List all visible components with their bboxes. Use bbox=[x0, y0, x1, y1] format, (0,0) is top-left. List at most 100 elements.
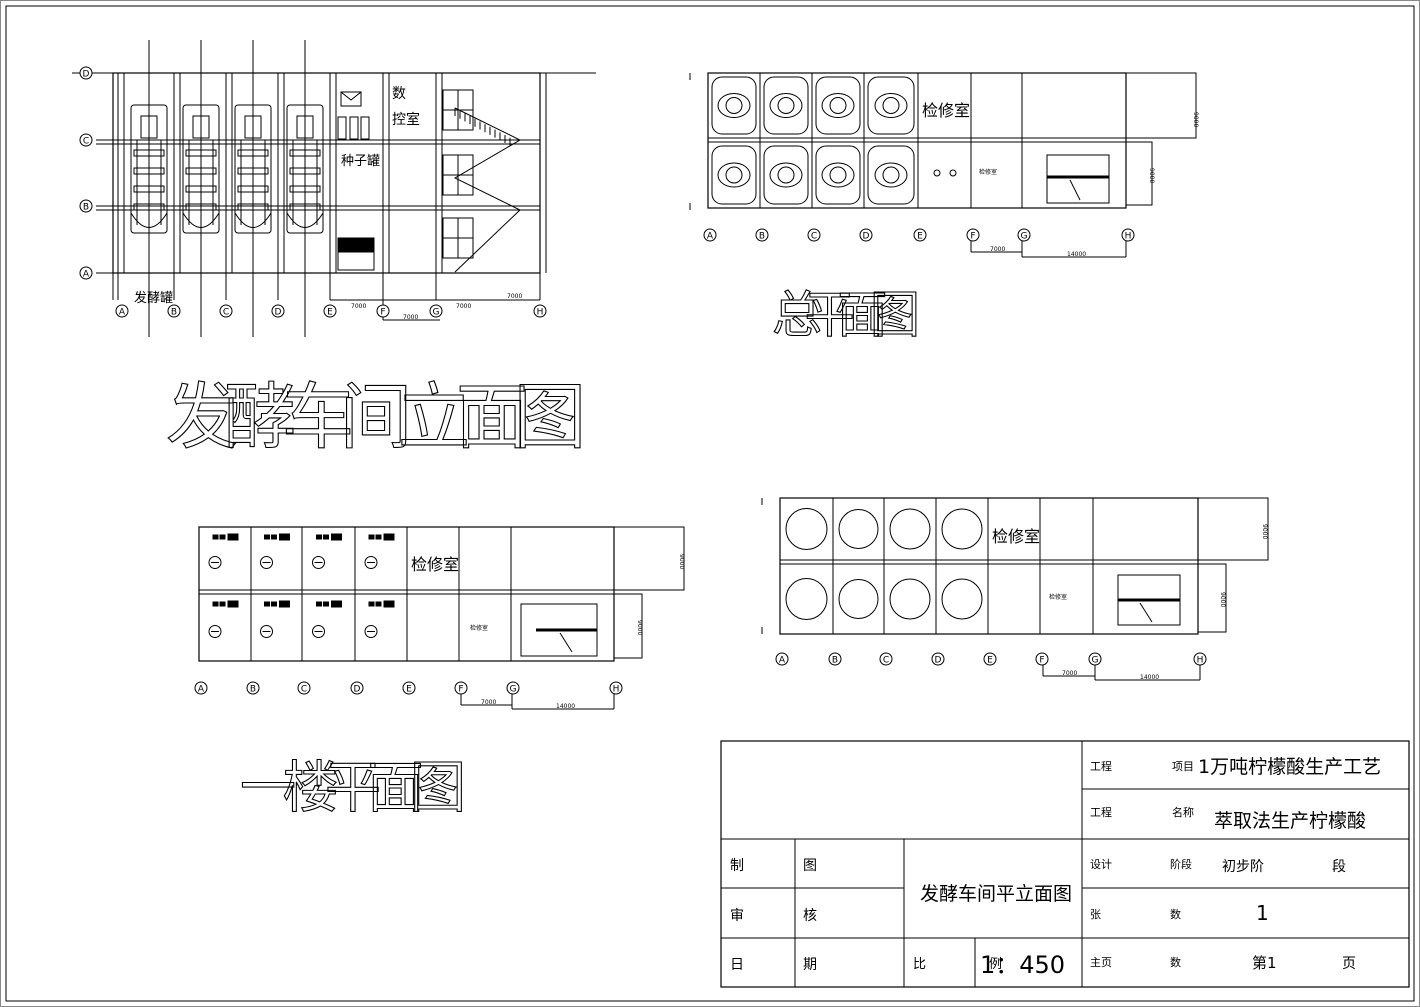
site-plan-dim-9000-b: 9000 bbox=[1148, 168, 1155, 183]
first-floor-axis-B: B bbox=[246, 681, 260, 695]
elevation-drawing bbox=[72, 40, 596, 337]
tb-draw-2: 图 bbox=[803, 858, 817, 874]
tb-name-label-2: 名称 bbox=[1172, 805, 1194, 819]
site-plan-title: 总平面图 bbox=[772, 286, 920, 344]
tb-stage-label: 阶段 bbox=[1170, 857, 1192, 871]
tb-page-value-1: 第1 bbox=[1252, 954, 1277, 972]
elevation-dim-4: 7000 bbox=[507, 293, 522, 300]
svg-text:A: A bbox=[198, 685, 205, 695]
tb-check-1: 审 bbox=[730, 908, 744, 924]
first-floor-axis-markers: A B C D E F G H bbox=[194, 681, 623, 695]
second-plan-drawing bbox=[761, 497, 1269, 681]
elevation-control-label-1: 数 bbox=[392, 86, 406, 102]
first-floor-repair-room: 检修室 bbox=[411, 555, 459, 574]
svg-text:D: D bbox=[83, 70, 90, 80]
second-plan-small-room: 检修室 bbox=[1049, 593, 1067, 601]
svg-text:C: C bbox=[223, 308, 229, 318]
elevation-row-axis-A: A bbox=[79, 266, 93, 280]
first-floor-axis-F: F bbox=[454, 681, 468, 695]
tb-main-page-2: 数 bbox=[1170, 956, 1181, 969]
tb-project-label-2: 项目 bbox=[1172, 760, 1194, 773]
site-plan-axis-D: D bbox=[859, 228, 873, 242]
svg-text:F: F bbox=[1039, 656, 1044, 666]
first-floor-axis-C: C bbox=[297, 681, 311, 695]
second-plan-axis-D: D bbox=[931, 652, 945, 666]
site-plan-dim-7000: 7000 bbox=[990, 246, 1005, 253]
first-floor-axis-D: D bbox=[350, 681, 364, 695]
svg-text:G: G bbox=[1092, 656, 1099, 666]
elevation-fermenter-label: 发酵罐 bbox=[134, 290, 173, 306]
site-plan-axis-F: F bbox=[966, 228, 980, 242]
second-plan-axis-markers: A B C D E F G H bbox=[775, 652, 1207, 666]
site-plan-dim-9000-a: 9000 bbox=[1192, 112, 1199, 127]
svg-text:E: E bbox=[987, 656, 993, 666]
second-plan-axis-B: B bbox=[828, 652, 842, 666]
site-plan-axis-A: A bbox=[703, 228, 717, 242]
elevation-col-axis-E: E bbox=[323, 304, 337, 318]
tb-sheet-value: 1 bbox=[1256, 901, 1269, 925]
tb-draw-1: 制 bbox=[730, 858, 744, 874]
site-plan-repair-room: 检修室 bbox=[922, 101, 970, 120]
tb-date-2: 期 bbox=[803, 957, 817, 973]
tb-date-1: 日 bbox=[730, 957, 744, 973]
site-plan-dim-14000: 14000 bbox=[1067, 251, 1086, 258]
site-plan-drawing bbox=[689, 72, 1197, 258]
tb-sheet-label-2: 数 bbox=[1170, 908, 1181, 921]
svg-text:F: F bbox=[970, 232, 975, 242]
first-floor-axis-E: E bbox=[402, 681, 416, 695]
site-plan-axis-E: E bbox=[913, 228, 927, 242]
tb-stage-value-1: 初步阶 bbox=[1222, 858, 1264, 875]
elevation-row-axis-C: C bbox=[79, 133, 93, 147]
second-plan-dim-9000-a: 9000 bbox=[1261, 524, 1268, 539]
svg-text:G: G bbox=[1021, 232, 1028, 242]
svg-text:A: A bbox=[779, 656, 786, 666]
title-block bbox=[720, 740, 1410, 988]
elevation-col-axis-A: A bbox=[115, 304, 129, 318]
svg-text:H: H bbox=[1197, 656, 1204, 666]
elevation-col-axis-H: H bbox=[533, 304, 547, 318]
tb-name-value: 萃取法生产柠檬酸 bbox=[1214, 810, 1366, 832]
second-plan-axis-G: G bbox=[1088, 652, 1102, 666]
tb-page-value-2: 页 bbox=[1342, 956, 1356, 972]
elevation-col-axis-F: F bbox=[376, 304, 390, 318]
second-plan-dim-9000-b: 9000 bbox=[1219, 592, 1226, 607]
tb-scale-label: 比 bbox=[913, 957, 926, 972]
svg-text:F: F bbox=[458, 685, 463, 695]
first-floor-title: 一楼平面图 bbox=[240, 756, 466, 821]
first-floor-dim-14000: 14000 bbox=[556, 703, 575, 710]
second-plan-axis-E: E bbox=[983, 652, 997, 666]
first-floor-dim-7000: 7000 bbox=[481, 699, 496, 706]
second-plan-dim-14000: 14000 bbox=[1140, 674, 1159, 681]
elevation-row-axis-B: B bbox=[79, 199, 93, 213]
site-plan-axis-C: C bbox=[807, 228, 821, 242]
elevation-seed-tank-label: 种子罐 bbox=[341, 154, 380, 169]
svg-text:B: B bbox=[171, 308, 177, 318]
first-floor-axis-A: A bbox=[194, 681, 208, 695]
tb-check-2: 核 bbox=[803, 908, 817, 924]
svg-text:B: B bbox=[832, 656, 838, 666]
second-plan-axis-H: H bbox=[1193, 652, 1207, 666]
svg-text:A: A bbox=[707, 232, 714, 242]
tb-name-label-1: 工程 bbox=[1090, 806, 1112, 819]
svg-text:C: C bbox=[883, 656, 889, 666]
second-plan-repair-room: 检修室 bbox=[992, 527, 1040, 546]
svg-text:B: B bbox=[250, 685, 256, 695]
elevation-title: 发酵车间立面图 bbox=[166, 375, 586, 459]
elevation-dim-1: 7000 bbox=[351, 303, 366, 310]
svg-text:G: G bbox=[510, 685, 517, 695]
elevation-col-axis-D: D bbox=[271, 304, 285, 318]
svg-text:C: C bbox=[811, 232, 817, 242]
svg-text:E: E bbox=[406, 685, 412, 695]
svg-text:D: D bbox=[863, 232, 870, 242]
tb-main-page-1: 主页 bbox=[1090, 956, 1112, 969]
tb-scale-value: 1：450 bbox=[980, 951, 1065, 979]
svg-text:B: B bbox=[759, 232, 765, 242]
tb-project-label-1: 工程 bbox=[1090, 760, 1112, 773]
svg-text:E: E bbox=[327, 308, 333, 318]
first-floor-axis-H: H bbox=[609, 681, 623, 695]
svg-text:H: H bbox=[613, 685, 620, 695]
second-plan-axis-A: A bbox=[775, 652, 789, 666]
svg-text:F: F bbox=[380, 308, 385, 318]
